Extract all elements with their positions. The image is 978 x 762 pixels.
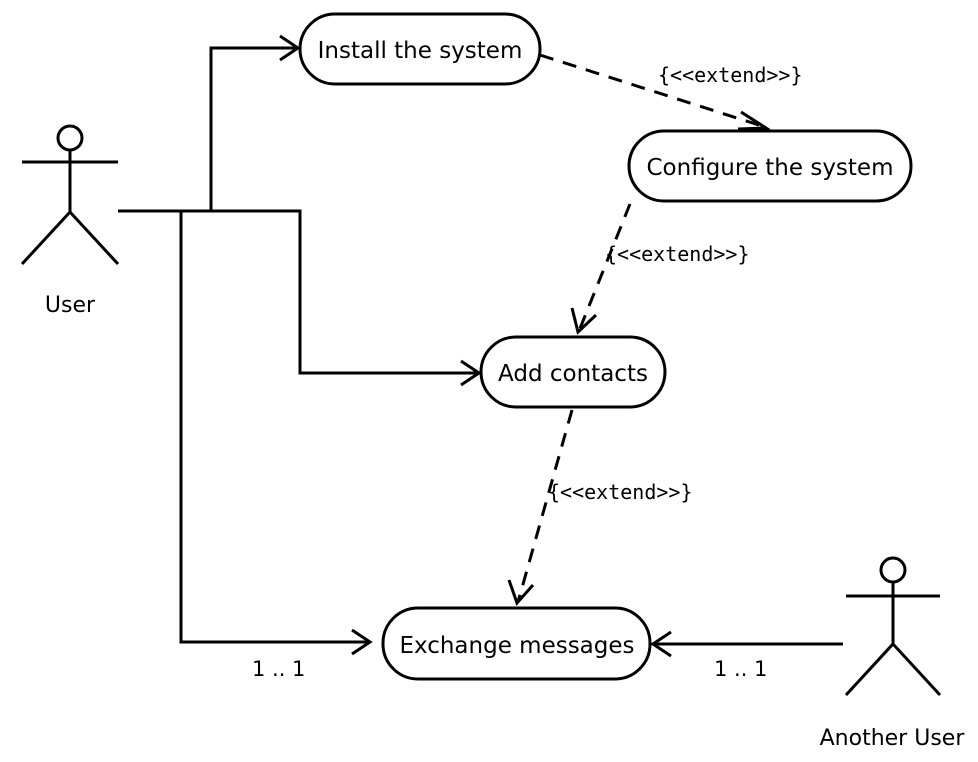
- extend-label-configure-add-contacts: {<<extend>>}: [605, 242, 750, 266]
- actor-another-user-head: [879, 556, 907, 584]
- arrowhead-open: [737, 110, 771, 131]
- actor-user-leg-left: [20, 210, 72, 266]
- arrowhead-open: [460, 359, 482, 387]
- association-another-user-exchange: [650, 630, 843, 658]
- use-case-configure[interactable]: Configure the system: [627, 129, 913, 203]
- use-case-exchange-label: Exchange messages: [399, 633, 634, 659]
- extend-label-install-configure: {<<extend>>}: [658, 63, 803, 87]
- arrowhead-open: [570, 307, 598, 335]
- actor-another-user-leg-right: [891, 642, 942, 697]
- use-case-install-label: Install the system: [318, 38, 523, 64]
- actor-user-leg-right: [68, 210, 120, 266]
- use-case-exchange[interactable]: Exchange messages: [381, 606, 652, 681]
- actor-user: User: [20, 124, 120, 318]
- actor-user-label: User: [45, 293, 96, 318]
- multiplicity-another-user-exchange: 1 .. 1: [714, 657, 767, 681]
- use-case-install[interactable]: Install the system: [298, 12, 542, 86]
- use-case-configure-label: Configure the system: [647, 155, 894, 181]
- actor-another-user-leg-left: [844, 642, 895, 697]
- extend-add-contacts-exchange: [507, 409, 574, 606]
- extend-install-configure: [539, 53, 771, 131]
- actor-another-user-label: Another User: [820, 726, 966, 751]
- use-case-add-contacts-label: Add contacts: [498, 361, 648, 387]
- arrowhead-open: [507, 579, 535, 606]
- multiplicity-user-exchange: 1 .. 1: [252, 657, 305, 681]
- extend-configure-add-contacts: [570, 203, 632, 335]
- actor-user-head: [56, 124, 84, 152]
- association-user-install: [118, 34, 301, 213]
- arrowhead-open: [650, 630, 672, 658]
- association-user-exchange: [179, 211, 373, 656]
- arrowhead-open: [351, 628, 373, 656]
- use-case-add-contacts[interactable]: Add contacts: [479, 335, 667, 409]
- extend-label-add-contacts-exchange: {<<extend>>}: [548, 480, 693, 504]
- arrowhead-open: [279, 34, 301, 62]
- actor-another-user: Another User: [820, 556, 966, 751]
- association-user-add-contacts: [211, 209, 482, 387]
